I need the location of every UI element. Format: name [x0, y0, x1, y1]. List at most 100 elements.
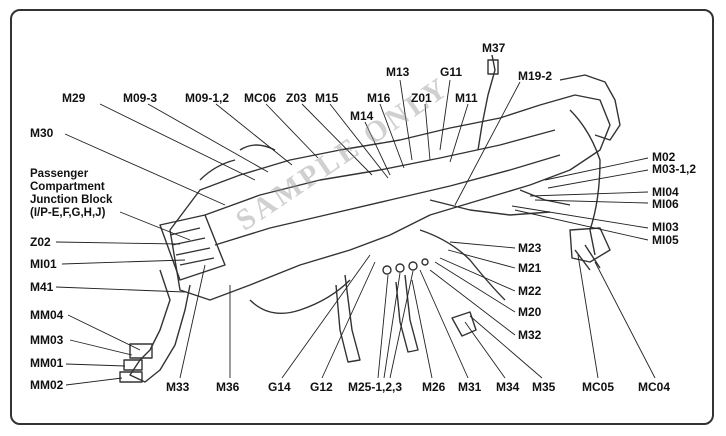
label-mi06: MI06	[652, 197, 679, 211]
label-m09-3: M09-3	[123, 91, 158, 105]
diagram-frame	[10, 9, 714, 425]
leader-m30	[64, 133, 226, 206]
label-m02: M02	[652, 150, 676, 164]
label-m34: M34	[496, 380, 520, 394]
leader-g14	[281, 254, 371, 379]
leader-m32	[429, 269, 516, 336]
leader-m03-12	[547, 169, 649, 189]
leader-mc04	[594, 261, 656, 379]
label-mc05: MC05	[582, 380, 615, 394]
leader-m25-2	[383, 272, 401, 379]
leader-mi04	[529, 191, 649, 197]
leader-g11	[439, 79, 451, 151]
label-m16: M16	[367, 91, 391, 105]
label-g14: G14	[268, 380, 291, 394]
label-m30: M30	[30, 126, 54, 140]
leader-m25-1	[377, 274, 389, 379]
leader-m31	[419, 269, 469, 379]
leader-m23	[449, 241, 516, 249]
label-m33: M33	[166, 380, 190, 394]
label-m23: M23	[518, 241, 542, 255]
label-z03: Z03	[286, 91, 307, 105]
label-mc06: MC06	[244, 91, 277, 105]
leader-mi05	[514, 209, 649, 241]
leader-mi06	[534, 199, 649, 204]
label-mm04: MM04	[30, 308, 64, 322]
leader-m11	[449, 103, 469, 163]
leader-mi01	[61, 259, 186, 265]
leader-mm02	[65, 377, 123, 386]
junction-note-line1: Passenger	[30, 168, 89, 180]
label-z02: Z02	[30, 235, 51, 249]
junction-note-line4: (I/P-E,F,G,H,J)	[30, 207, 106, 219]
left-lower-bracket	[129, 269, 191, 383]
label-m14: M14	[350, 109, 374, 123]
label-m37: M37	[482, 41, 506, 55]
label-m13: M13	[386, 65, 410, 79]
leader-z01	[424, 103, 431, 161]
label-m03-12: M03-1,2	[652, 162, 697, 176]
leader-m20	[434, 261, 516, 313]
label-m32: M32	[518, 328, 542, 342]
label-m31: M31	[458, 380, 482, 394]
m34-bracket	[451, 311, 477, 337]
leader-z03	[301, 103, 373, 176]
label-m09-12: M09-1,2	[185, 91, 230, 105]
leader-m19-2	[454, 81, 521, 206]
label-m22: M22	[518, 284, 542, 298]
leader-m21	[447, 249, 516, 269]
leader-m25-3	[389, 270, 414, 379]
leader-g12	[321, 261, 376, 379]
leader-m22	[439, 257, 516, 292]
center-bracket	[335, 274, 361, 363]
junction-block	[159, 214, 226, 281]
label-mi01: MI01	[30, 257, 57, 271]
m37-connector-wire	[477, 54, 496, 151]
leader-z02	[55, 241, 181, 245]
leader-m29	[99, 103, 256, 181]
label-m19-2: M19-2	[518, 69, 553, 83]
leader-m33	[179, 264, 206, 379]
leader-junction-block	[119, 211, 191, 241]
label-m35: M35	[532, 380, 556, 394]
junction-block-note: Passenger Compartment Junction Block (I/…	[30, 168, 112, 220]
connector-mm03	[129, 343, 153, 359]
label-g11: G11	[440, 65, 463, 79]
label-z01: Z01	[411, 91, 432, 105]
label-mi03: MI03	[652, 220, 679, 234]
leader-mc06	[265, 103, 319, 159]
label-mm01: MM01	[30, 356, 64, 370]
leader-m09-3	[147, 103, 269, 173]
leader-m15	[329, 103, 389, 179]
right-cowl-harness	[559, 74, 621, 141]
leader-m41	[55, 286, 186, 293]
label-mi05: MI05	[652, 233, 679, 247]
label-m26: M26	[422, 380, 446, 394]
label-m29: M29	[62, 91, 86, 105]
junction-note-line3: Junction Block	[30, 194, 113, 206]
leader-mm03	[69, 339, 133, 356]
leader-m16	[379, 103, 405, 169]
leader-m35	[469, 315, 543, 379]
label-m25-123: M25-1,2,3	[348, 380, 403, 394]
instrument-panel-beam	[169, 94, 611, 301]
leader-m09-12	[215, 103, 293, 166]
label-m41: M41	[30, 280, 54, 294]
label-mm02: MM02	[30, 378, 64, 392]
leader-m14	[364, 121, 391, 176]
leader-m02	[544, 157, 649, 181]
leader-mm04	[67, 314, 141, 351]
label-mm03: MM03	[30, 333, 64, 347]
leader-mc05	[577, 254, 599, 379]
label-m21: M21	[518, 261, 542, 275]
leader-m26	[411, 279, 433, 379]
leader-mi03	[511, 205, 649, 229]
leader-m13	[399, 79, 413, 161]
leader-m34	[464, 321, 506, 379]
label-g12: G12	[310, 380, 333, 394]
label-m20: M20	[518, 305, 542, 319]
label-m15: M15	[315, 91, 339, 105]
label-m11: M11	[455, 91, 478, 105]
